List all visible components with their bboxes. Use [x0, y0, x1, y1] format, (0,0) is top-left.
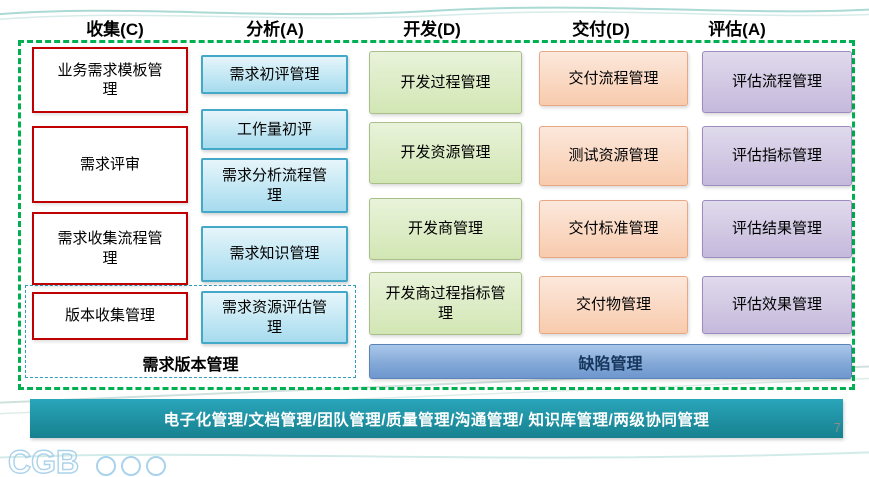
column-header-analyze: 分析(A): [246, 20, 304, 39]
page-number: 7: [833, 420, 841, 435]
footer-banner: 电子化管理/文档管理/团队管理/质量管理/沟通管理/ 知识库管理/两级协同管理: [30, 399, 843, 438]
box-requirement-knowledge: 需求知识管理: [201, 226, 348, 282]
defect-management-bar: 缺陷管理: [369, 344, 852, 379]
box-requirement-initial-review: 需求初评管理: [201, 55, 348, 94]
box-requirement-review: 需求评审: [32, 126, 188, 203]
box-vendor: 开发商管理: [369, 198, 522, 260]
box-business-requirement-template: 业务需求模板管理: [32, 47, 188, 113]
box-eval-result: 评估结果管理: [702, 200, 852, 258]
box-delivery-process: 交付流程管理: [539, 51, 688, 106]
box-dev-process: 开发过程管理: [369, 51, 522, 114]
svg-text:CGB: CGB: [8, 444, 79, 477]
column-header-develop: 开发(D): [403, 20, 461, 39]
box-test-resource: 测试资源管理: [539, 126, 688, 186]
box-workload-initial-review: 工作量初评: [201, 109, 348, 150]
box-vendor-process-kpi: 开发商过程指标管理: [369, 272, 522, 335]
framework-dashed-border: [18, 40, 855, 390]
box-deliverable: 交付物管理: [539, 276, 688, 334]
box-eval-effect: 评估效果管理: [702, 276, 852, 334]
column-header-deliver: 交付(D): [572, 20, 630, 39]
box-requirement-collect-process: 需求收集流程管理: [32, 212, 188, 285]
box-dev-resource: 开发资源管理: [369, 122, 522, 184]
box-eval-indicator: 评估指标管理: [702, 126, 852, 186]
box-delivery-standard: 交付标准管理: [539, 200, 688, 258]
box-eval-process: 评估流程管理: [702, 51, 852, 113]
version-group-label: 需求版本管理: [142, 357, 239, 374]
box-version-collect: 版本收集管理: [32, 292, 188, 340]
column-header-collect: 收集(C): [86, 20, 144, 39]
version-group-dashed-border: [25, 285, 356, 378]
column-header-evaluate: 评估(A): [708, 20, 766, 39]
box-requirement-analysis-process: 需求分析流程管理: [201, 158, 348, 213]
box-requirement-resource-eval: 需求资源评估管理: [201, 291, 348, 344]
